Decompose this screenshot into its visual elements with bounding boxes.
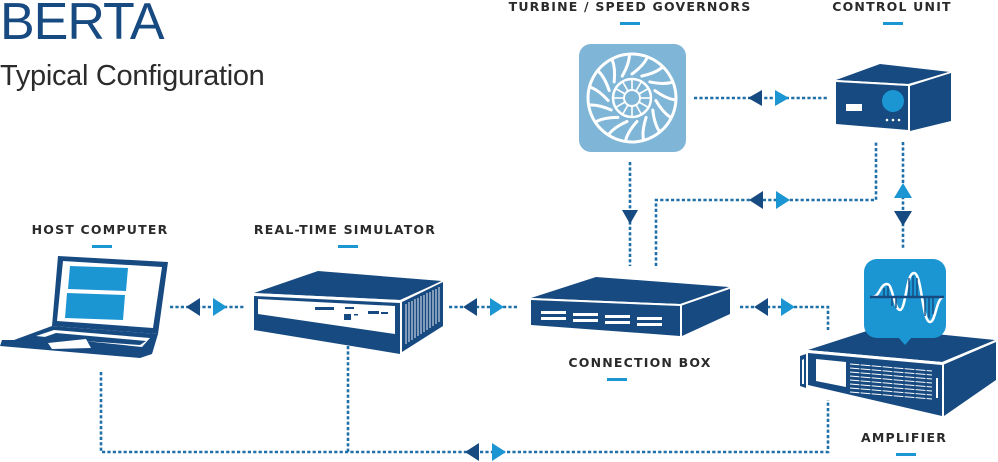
page-title: BERTA <box>0 0 165 51</box>
simulator-label: REAL-TIME SIMULATOR <box>253 222 437 237</box>
connection-box-amplifier <box>740 298 830 330</box>
arrow-right-icon <box>776 191 790 209</box>
control-unit-label: CONTROL UNIT <box>832 0 952 14</box>
control-unit-underline <box>883 22 903 25</box>
host-computer-underline <box>92 245 112 248</box>
turbine-underline <box>620 22 640 25</box>
amplifier-underline <box>896 453 916 456</box>
connection-turbine-box <box>622 162 638 266</box>
turbine-label: TURBINE / SPEED GOVERNORS <box>508 0 752 14</box>
host-computer-label: HOST COMPUTER <box>31 222 169 237</box>
arrow-left-icon <box>463 298 477 316</box>
arrow-left-icon <box>186 298 200 316</box>
connection-turbine-control <box>694 90 828 106</box>
arrow-right-icon <box>775 90 789 106</box>
connection-control-amplifier <box>894 142 912 248</box>
arrow-left-icon <box>465 443 479 461</box>
turbine-icon <box>579 44 686 152</box>
arrow-down-icon <box>894 211 912 226</box>
waveform-icon <box>864 259 946 345</box>
connection-box-label: CONNECTION BOX <box>568 355 712 370</box>
connection-simulator-box <box>449 298 519 316</box>
arrow-right-icon <box>492 443 506 461</box>
arrow-down-icon <box>622 210 638 224</box>
control-unit-icon <box>836 64 952 131</box>
simulator-underline <box>338 245 358 248</box>
arrow-left-icon <box>754 298 768 316</box>
connection-bottom-bus <box>99 346 830 461</box>
page-subtitle: Typical Configuration <box>0 60 265 92</box>
arrow-left-icon <box>749 191 763 209</box>
connection-box-control <box>654 142 878 266</box>
connection-host-simulator <box>170 298 244 316</box>
arrow-right-icon <box>781 298 795 316</box>
connection-box-icon <box>531 277 731 336</box>
connection-box-underline <box>607 378 627 381</box>
arrow-right-icon <box>490 298 504 316</box>
amplifier-icon <box>800 328 997 416</box>
amplifier-label: AMPLIFIER <box>860 430 948 445</box>
arrow-left-icon <box>748 90 762 106</box>
laptop-icon <box>0 256 168 358</box>
simulator-icon <box>254 271 444 354</box>
arrow-right-icon <box>213 298 227 316</box>
arrow-up-icon <box>894 183 912 198</box>
